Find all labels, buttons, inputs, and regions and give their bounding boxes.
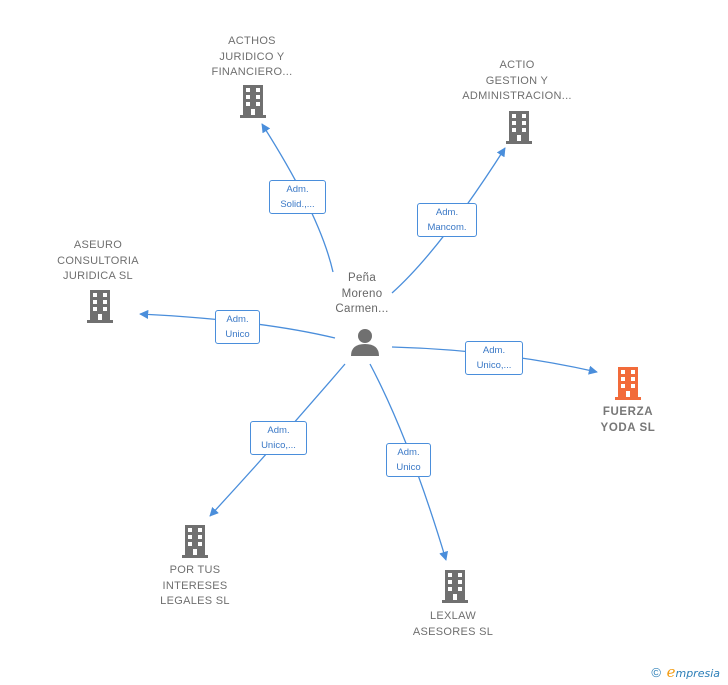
person-icon (351, 329, 379, 356)
building-icon-aseuro (87, 290, 113, 323)
center-person-label[interactable]: Peña Moreno Carmen... (335, 272, 389, 315)
building-icon-actio (506, 111, 532, 144)
edge-label-aseuro[interactable]: Adm. Unico (215, 310, 260, 344)
brand-logo-e: e (666, 663, 676, 681)
company-label-portus[interactable]: POR TUS INTERESES LEGALES SL (160, 564, 230, 607)
company-label-fuerza[interactable]: FUERZA YODA SL (600, 406, 656, 434)
building-icon-portus (182, 525, 208, 558)
company-label-aseuro[interactable]: ASEURO CONSULTORIA JURIDICA SL (57, 239, 139, 282)
company-label-lexlaw[interactable]: LEXLAW ASESORES SL (412, 610, 494, 638)
edge-label-lexlaw[interactable]: Adm. Unico (386, 443, 431, 477)
building-icon-lexlaw (442, 570, 468, 603)
edge-label-fuerza[interactable]: Adm. Unico,... (465, 341, 523, 375)
edge-label-portus[interactable]: Adm. Unico,... (250, 421, 307, 455)
brand-footer[interactable]: © empresia (651, 663, 720, 681)
building-icon-fuerza (615, 367, 641, 400)
company-label-acthos[interactable]: ACTHOS JURIDICO Y FINANCIERO... (211, 35, 293, 78)
building-icon-acthos (240, 85, 266, 118)
copyright-symbol: © (651, 665, 661, 680)
edge-label-acthos[interactable]: Adm. Solid.,... (269, 180, 326, 214)
company-label-actio[interactable]: ACTIO GESTION Y ADMINISTRACION... (462, 59, 572, 102)
edge-label-actio[interactable]: Adm. Mancom. (417, 203, 477, 237)
brand-logo-text: mpresia (675, 667, 720, 680)
